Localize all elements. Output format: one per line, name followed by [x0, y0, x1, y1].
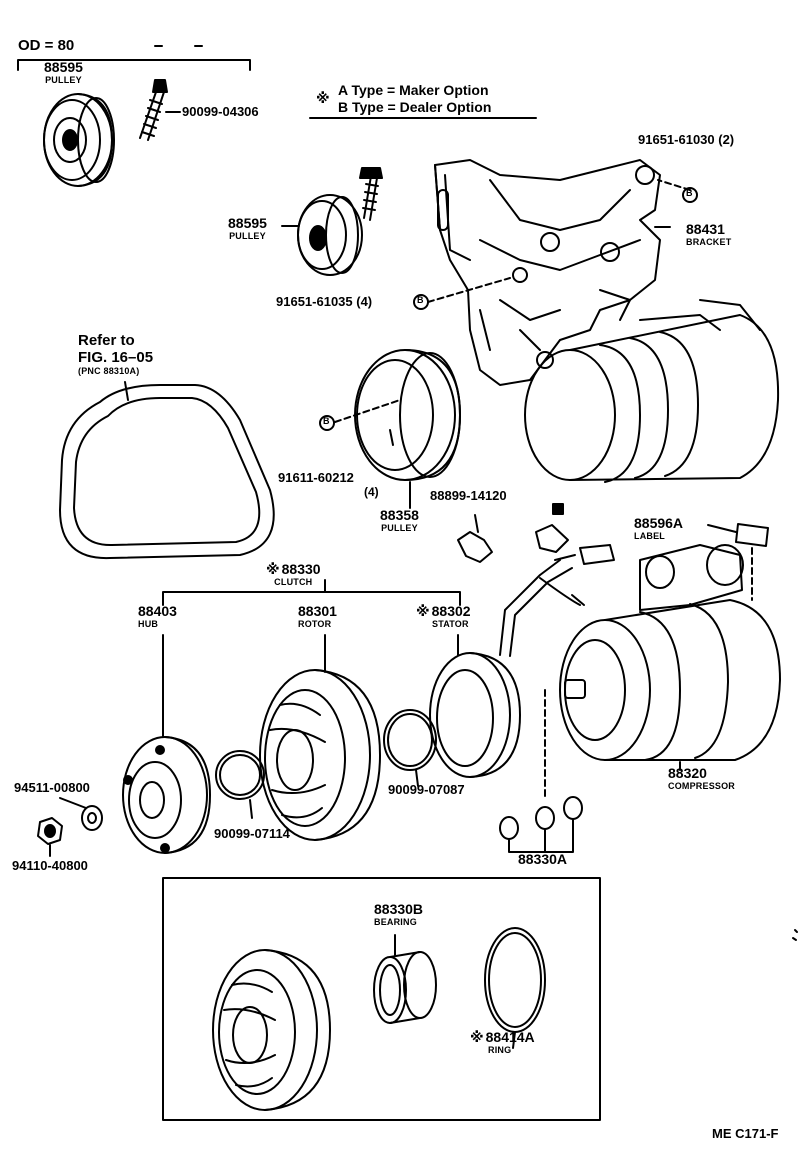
pulley-88358-drawing — [354, 349, 461, 509]
bracket-drawing — [434, 159, 671, 386]
part-label-compressor: 88320 COMPRESSOR — [668, 765, 736, 792]
part-label-bolt-60212: 91611-60212 (4) — [278, 470, 379, 499]
part-label-shims: 88330A — [518, 851, 568, 867]
callout-marker-3: B — [323, 416, 330, 426]
part-label-bracket: 88431 BRACKET — [686, 221, 732, 248]
pulley-od80-drawing — [43, 93, 115, 187]
inset-frame — [162, 877, 601, 1121]
snap-ring-07087-drawing — [383, 709, 437, 787]
part-number-ring-07114: 90099-07114 — [214, 826, 290, 841]
compressor-drawing — [559, 544, 781, 771]
inset-rotor-drawing — [212, 949, 331, 1111]
part-label-pulley-idler: 88595 PULLEY — [228, 215, 267, 242]
legend-mark: ※ — [316, 90, 330, 106]
edge-marks — [792, 929, 798, 941]
callout-marker-2: B — [686, 188, 693, 198]
part-label-label: 88596A LABEL — [634, 515, 684, 542]
inset-bearing-drawing — [373, 934, 437, 1024]
part-number-washer-00800: 94511-00800 — [14, 780, 90, 795]
inset-ring-drawing — [484, 927, 546, 1049]
label-drawing — [707, 523, 769, 601]
part-label-stator: ※88302 STATOR — [416, 603, 471, 630]
option-legend: ※ A Type = Maker Option B Type = Dealer … — [316, 82, 491, 116]
part-number-bolt-04306: 90099-04306 — [182, 104, 259, 119]
shims-drawing — [499, 689, 583, 853]
legend-b-type: B Type = Dealer Option — [338, 99, 492, 115]
part-label-clutch: ※88330 CLUTCH — [266, 561, 321, 588]
od-label: OD = 80 — [18, 37, 75, 54]
part-number-clip-14120: 88899-14120 — [430, 488, 507, 503]
part-label-ring-88414: ※88414A RING — [470, 1029, 535, 1056]
part-number-bolt-61030: 91651-61030 (2) — [638, 132, 735, 147]
part-number-nut-40800: 94110-40800 — [12, 858, 88, 873]
stator-drawing — [429, 554, 585, 778]
legend-a-type: A Type = Maker Option — [338, 82, 489, 98]
part-label-bearing: 88330B BEARING — [374, 901, 424, 928]
rotor-drawing — [259, 634, 381, 841]
part-number-ring-07087: 90099-07087 — [388, 782, 465, 797]
od-bracket-line — [17, 45, 251, 71]
part-label-rotor: 88301 ROTOR — [298, 603, 337, 630]
refer-note: Refer to FIG. 16–05 (PNC 88310A) — [78, 332, 154, 376]
footer-code: ME C171-F — [712, 1126, 779, 1141]
part-number-bolt-61035: 91651-61035 (4) — [276, 294, 373, 309]
upper-compressor-drawing — [524, 299, 780, 483]
part-label-pulley-88358: 88358 PULLEY — [380, 507, 419, 534]
clutch-bracket — [162, 579, 461, 606]
part-label-pulley-od80: 88595 PULLEY — [44, 59, 83, 86]
part-label-hub: 88403 HUB — [138, 603, 177, 630]
nut-washer-drawing — [37, 797, 103, 857]
snap-ring-07114-drawing — [215, 750, 265, 819]
v-belt-drawing — [59, 381, 275, 560]
callout-marker-1: B — [417, 295, 424, 305]
hub-drawing — [122, 634, 211, 854]
bolt-callout-leaders — [319, 179, 698, 431]
bolt-04306-drawing — [139, 79, 181, 141]
pulley-idler-drawing — [281, 167, 383, 276]
clip-14120-drawing — [457, 503, 569, 563]
